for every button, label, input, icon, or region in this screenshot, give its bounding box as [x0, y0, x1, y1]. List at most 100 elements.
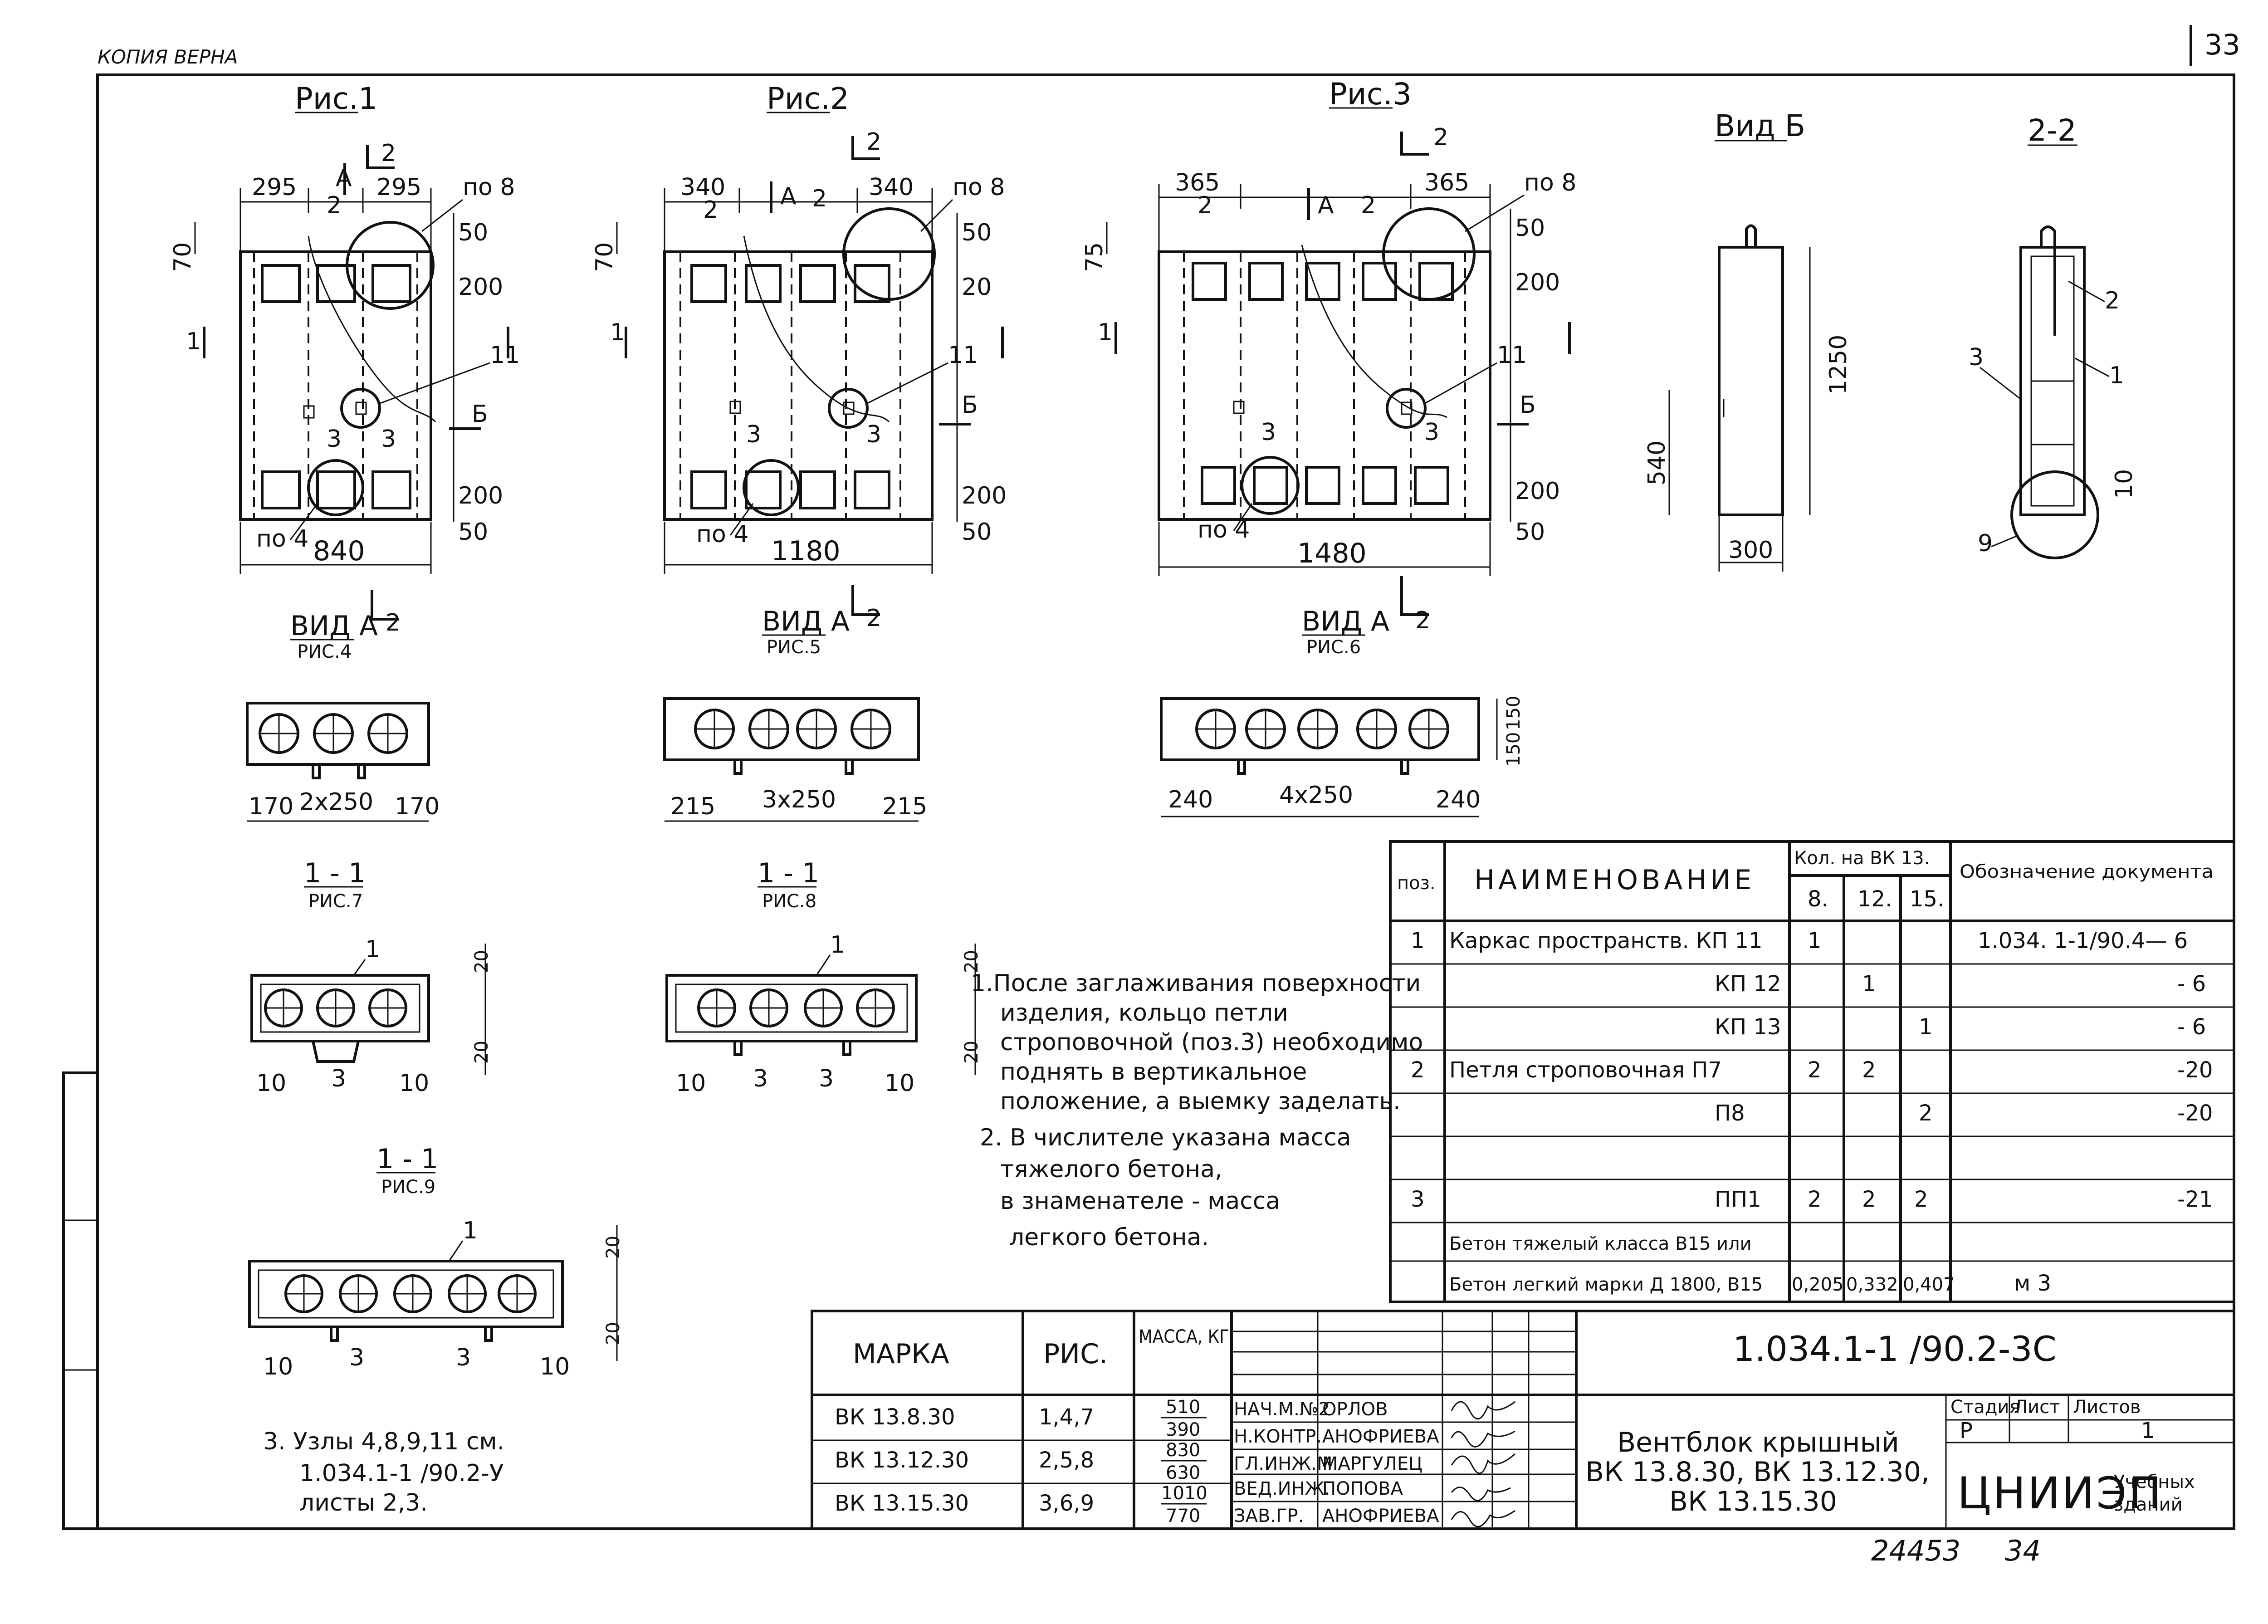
- view-a-fig5: ВИД А РИС.5 2 215 3х250 215: [663, 585, 927, 822]
- note3-line-2: 1.034.1-1 /90.2-У: [299, 1460, 504, 1487]
- fig3-node4: по 4: [1198, 516, 1250, 543]
- fig1-dim-200a: 200: [458, 274, 503, 301]
- s8-p3b: 3: [819, 1065, 834, 1092]
- spec-r0-name: Каркас пространств. КП 11: [1449, 928, 1763, 954]
- stage-value: Р: [1960, 1418, 1973, 1443]
- s7-sub: РИС.7: [308, 891, 363, 912]
- fig2-title: Рис.2: [767, 81, 849, 116]
- org-sub-1: Учебных: [2114, 1472, 2195, 1492]
- s8-d20b: 20: [961, 1041, 982, 1064]
- signature-scribble-4: [1451, 1510, 1515, 1527]
- fig3-pos2b: 2: [1361, 192, 1376, 219]
- signer-0-name: ОРЛОВ: [1322, 1399, 1388, 1420]
- s8-title: 1 - 1: [758, 857, 819, 889]
- drawing-code: 1.034.1-1 /90.2-3С: [1733, 1329, 2057, 1369]
- marks-r1-num: 830: [1166, 1440, 1200, 1461]
- fig3-dim-200b: 200: [1515, 478, 1560, 505]
- spec-r6-q15: 2: [1914, 1187, 1928, 1212]
- spec-r3-doc: -20: [2177, 1057, 2213, 1083]
- vidA6-d2: 4х250: [1279, 782, 1353, 809]
- note-line-3: строповочной (поз.3) необходимо: [1000, 1029, 1423, 1056]
- fig1-title: Рис.1: [295, 81, 377, 116]
- fig3-dim-50a: 50: [1515, 215, 1545, 242]
- spec-r4-doc: -20: [2177, 1101, 2213, 1126]
- fig1-secB: Б: [472, 401, 488, 428]
- vidA4-d1: 170: [249, 793, 293, 820]
- view-a-fig4: ВИД А РИС.4 2 170 2х250 170: [246, 590, 440, 822]
- left-margin-strip: [62, 1071, 99, 1530]
- fig1-dim-50a: 50: [458, 219, 488, 246]
- fig3-title: Рис.3: [1329, 77, 1412, 112]
- fig3-dim-top-right: 365: [1424, 169, 1469, 196]
- signer-1-role: Н.КОНТР.: [1234, 1426, 1322, 1447]
- spec-r1-name: КП 12: [1715, 971, 1781, 997]
- sheets-value: 1: [2141, 1418, 2155, 1443]
- signer-2-name: МАРГУЛЕЦ: [1322, 1453, 1422, 1474]
- spec-r6-q8: 2: [1808, 1187, 1822, 1212]
- org-sub-2: зданий: [2114, 1494, 2183, 1515]
- sec22-p9: 9: [1978, 530, 1993, 557]
- s7-d10b: 10: [399, 1070, 429, 1097]
- marks-r1-mark: ВК 13.12.30: [835, 1448, 969, 1473]
- fig2-dim-top-right: 340: [869, 174, 914, 201]
- spec-h-name: НАИМЕНОВАНИЕ: [1474, 864, 1755, 896]
- sec22-d10: 10: [2111, 469, 2138, 499]
- fig1-dim-top-left: 295: [252, 174, 297, 201]
- note3-line-3: листы 2,3.: [299, 1489, 428, 1516]
- s9-sub: РИС.9: [381, 1177, 435, 1198]
- spec-r0-q8: 1: [1808, 928, 1822, 954]
- spec-r8-q15: 0,407: [1903, 1274, 1955, 1295]
- spec-r0-pos: 1: [1411, 928, 1425, 954]
- fig2-dim-top-left: 340: [680, 174, 725, 201]
- fig1-node11: 11: [490, 342, 520, 369]
- vidA4-d2: 2х250: [299, 788, 373, 816]
- marks-r2-num: 1010: [1161, 1483, 1207, 1504]
- s8-sub: РИС.8: [762, 891, 816, 912]
- fig3-sec2: 2: [1433, 124, 1448, 151]
- fig2-dim-50b: 50: [962, 519, 992, 546]
- notes-block: 1.После заглаживания поверхности изделия…: [971, 970, 1423, 1251]
- vidB-title: Вид Б: [1715, 108, 1805, 143]
- sheet-label: Лист: [2014, 1397, 2060, 1418]
- fig1-dim-200b: 200: [458, 482, 503, 509]
- figure-1: Рис.1 295 295 840 70 50 20: [169, 81, 520, 574]
- fig3-secA: А: [1318, 192, 1334, 219]
- spec-r6-q12: 2: [1862, 1187, 1876, 1212]
- page-number: 34: [2005, 1534, 2041, 1567]
- fig2-dim-left: 70: [591, 242, 618, 272]
- fig3-pos2: 2: [1198, 192, 1212, 219]
- figure-2: Рис.2 340 340 1180 70 50: [591, 81, 1007, 574]
- marks-h-fig: РИС.: [1043, 1338, 1108, 1370]
- s8-d10b: 10: [885, 1070, 914, 1097]
- vidA5-d2: 3х250: [762, 786, 836, 813]
- spec-r4-name: П8: [1715, 1101, 1745, 1126]
- fig2-pos2: 2: [703, 196, 718, 224]
- vidA5-sub: РИС.5: [767, 637, 821, 658]
- fig3-dim-50b: 50: [1515, 519, 1545, 546]
- sheet-number: 33: [2204, 28, 2240, 61]
- fig1-dim-overall: 840: [313, 535, 365, 567]
- spec-h-pos: поз.: [1397, 873, 1436, 894]
- fig3-sec1: 1: [1098, 319, 1113, 346]
- fig1-dim-50b: 50: [458, 519, 488, 546]
- s7-d20a: 20: [471, 950, 492, 973]
- vidA6-h2: 150: [1503, 732, 1524, 767]
- fig1-dim-left: 70: [169, 242, 196, 272]
- section-1-1-fig7: 1 - 1 РИС.7 1 3 10 10 20 20: [250, 857, 492, 1097]
- s7-d20b: 20: [471, 1041, 492, 1064]
- fig2-secB: Б: [962, 391, 978, 419]
- fig3-dim-top-left: 365: [1175, 169, 1220, 196]
- fig3-node11: 11: [1497, 342, 1527, 369]
- vidA6-sec2: 2: [1415, 607, 1430, 634]
- fig2-secA: А: [780, 183, 797, 210]
- marks-r2-mark: ВК 13.15.30: [835, 1491, 969, 1516]
- spec-r7-name: Бетон тяжелый класса В15 или: [1449, 1233, 1752, 1254]
- spec-table: поз. НАИМЕНОВАНИЕ Кол. на ВК 13. 8. 12. …: [1389, 840, 2235, 1303]
- marks-table: МАРКА РИС. МАССА, КГ ВК 13.8.30 1,4,7 51…: [811, 1310, 1233, 1530]
- view-b: Вид Б 1250 540 300: [1643, 108, 1852, 572]
- s9-d20b: 20: [603, 1322, 624, 1345]
- spec-r2-doc: - 6: [2177, 1014, 2206, 1040]
- note-line-9: легкого бетона.: [1009, 1224, 1209, 1251]
- vidA6-d1: 240: [1168, 786, 1213, 813]
- note3-line-1: 3. Узлы 4,8,9,11 см.: [263, 1428, 504, 1455]
